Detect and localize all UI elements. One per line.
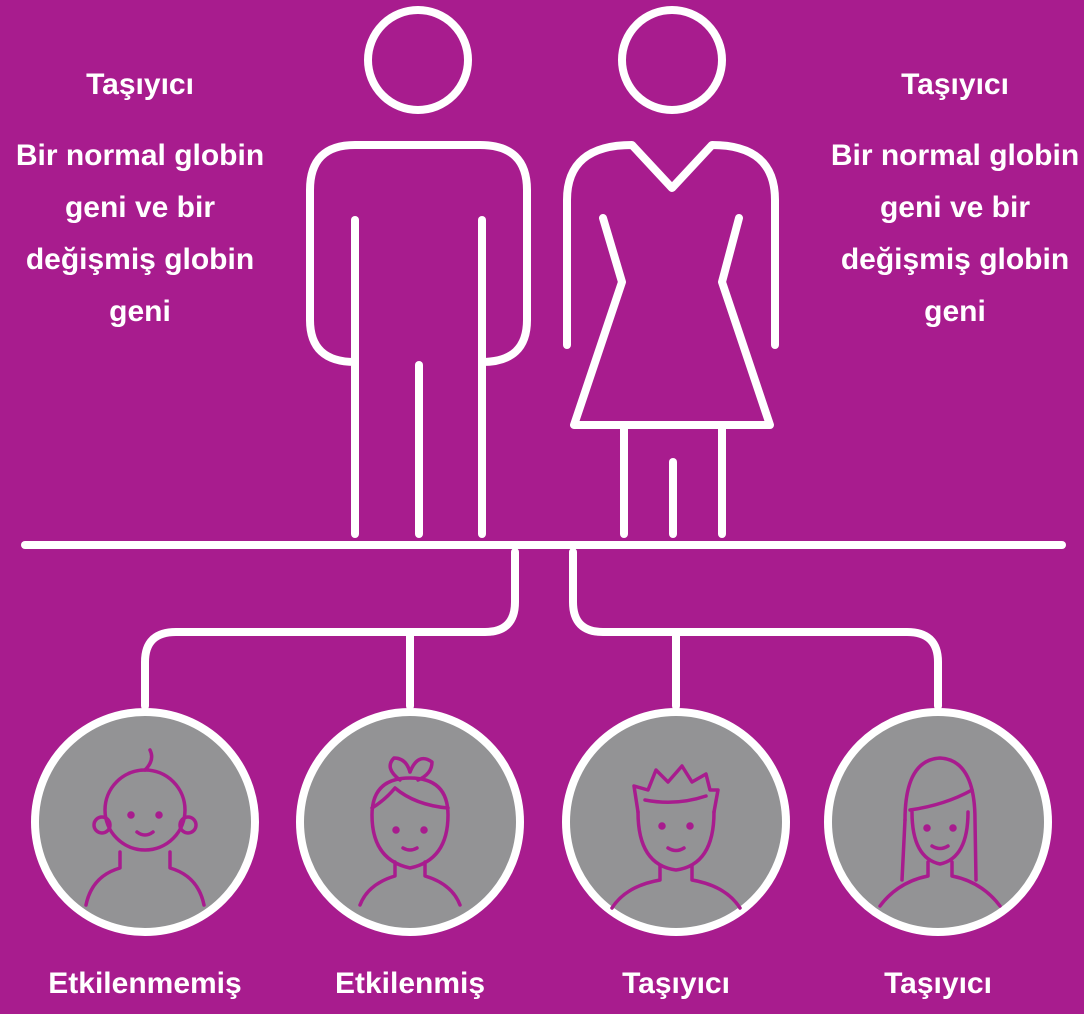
long-hair-girl-icon <box>878 756 1002 908</box>
boy-icon <box>610 764 742 910</box>
right-parent-info: Taşıyıcı Bir normal globin geni ve bir d… <box>820 62 1084 338</box>
man-figure-icon <box>306 6 531 538</box>
child-4-label: Taşıyıcı <box>884 967 992 1000</box>
child-3 <box>562 708 790 936</box>
right-parent-description: Bir normal globin geni ve bir değişmiş g… <box>830 139 1080 328</box>
woman-figure-icon <box>563 6 779 538</box>
left-parent-title: Taşıyıcı <box>86 68 194 101</box>
child-1-label: Etkilenmemiş <box>48 967 242 1000</box>
baby-icon <box>84 748 206 907</box>
child-2 <box>296 708 524 936</box>
child-3-label: Taşıyıcı <box>622 967 730 1000</box>
right-parent-title: Taşıyıcı <box>901 68 1009 101</box>
left-parent-description: Bir normal globin geni ve bir değişmiş g… <box>15 139 265 328</box>
left-parent-info: Taşıyıcı Bir normal globin geni ve bir d… <box>5 62 275 338</box>
child-2-label: Etkilenmiş <box>334 967 486 1000</box>
child-connectors <box>141 548 942 710</box>
child-4 <box>824 708 1052 936</box>
child-1 <box>31 708 259 936</box>
girl-with-bow-icon <box>358 756 462 907</box>
